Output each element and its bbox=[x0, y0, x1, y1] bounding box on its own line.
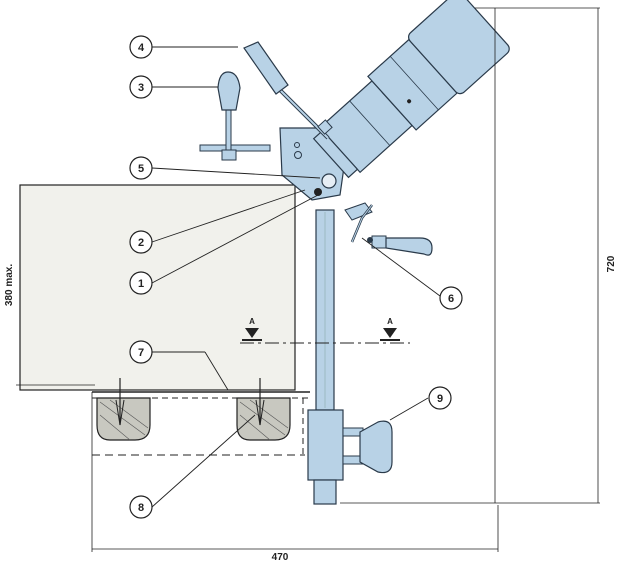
wood-rail-right bbox=[236, 378, 291, 441]
callout-3: 3 bbox=[129, 75, 153, 99]
wood-rail-left bbox=[96, 378, 151, 441]
svg-text:2: 2 bbox=[138, 237, 144, 249]
dimension-height-max: 380 max. bbox=[4, 185, 95, 386]
svg-text:8: 8 bbox=[138, 502, 144, 514]
lower-handle bbox=[344, 202, 433, 256]
callout-8: 8 bbox=[129, 495, 153, 519]
callout-1: 1 bbox=[129, 271, 153, 295]
clamp-housing bbox=[307, 409, 344, 481]
section-arrow-icon bbox=[383, 328, 397, 338]
section-mark-right: A bbox=[387, 317, 393, 326]
callout-5: 5 bbox=[129, 156, 153, 180]
svg-text:380 max.: 380 max. bbox=[4, 264, 15, 306]
svg-text:1: 1 bbox=[138, 278, 144, 290]
leader-lines bbox=[151, 46, 441, 508]
dimension-total-width: 470 bbox=[91, 392, 499, 562]
svg-text:6: 6 bbox=[448, 293, 454, 305]
callout-9: 9 bbox=[428, 386, 452, 410]
callout-4: 4 bbox=[129, 35, 153, 59]
callout-7: 7 bbox=[129, 340, 153, 364]
lever-handle bbox=[217, 71, 241, 151]
feed-handle bbox=[243, 41, 333, 140]
callout-6: 6 bbox=[439, 286, 463, 310]
dimension-total-height: 720 bbox=[340, 7, 617, 504]
section-line: A A bbox=[240, 317, 410, 344]
svg-text:3: 3 bbox=[138, 82, 144, 94]
svg-text:720: 720 bbox=[606, 255, 617, 272]
svg-text:470: 470 bbox=[272, 552, 289, 562]
section-mark-left: A bbox=[249, 317, 255, 326]
motor-assembly bbox=[312, 0, 510, 179]
svg-text:4: 4 bbox=[138, 42, 145, 54]
svg-text:9: 9 bbox=[437, 393, 443, 405]
svg-text:5: 5 bbox=[138, 163, 144, 175]
svg-text:7: 7 bbox=[138, 347, 144, 359]
section-arrow-icon bbox=[245, 328, 259, 338]
clamp-screw bbox=[342, 420, 393, 474]
callout-2: 2 bbox=[129, 230, 153, 254]
worktop bbox=[19, 184, 296, 391]
column-foot bbox=[313, 479, 337, 505]
